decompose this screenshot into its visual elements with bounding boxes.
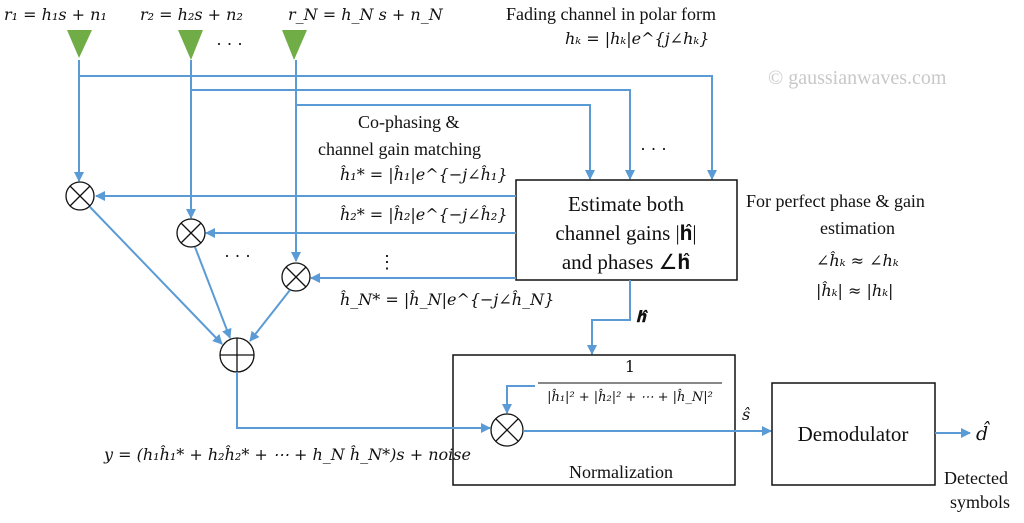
demodulator-box [771, 382, 936, 486]
normalization-box [452, 354, 736, 486]
perfect-eq-2: |ĥₖ| ≈ |hₖ| [816, 280, 893, 300]
estimator-feed-lines [74, 60, 717, 262]
antenna-ellipsis: · · · [216, 34, 243, 54]
antenna-2-label: r₂ = h₂s + n₂ [140, 5, 243, 24]
normalization-label: Normalization [569, 462, 673, 482]
perfect-line-1: For perfect phase & gain [746, 191, 925, 211]
d-hat-label: d̂ [976, 420, 990, 445]
multiplier-n-icon [281, 262, 311, 292]
cophasing-eq-2: ĥ₂* = |ĥ₂|e^{−j∠ĥ₂} [340, 204, 508, 224]
cophasing-vdots: ⋮ [378, 252, 396, 272]
watermark: © gaussianwaves.com [768, 67, 947, 89]
detected-caption-2: symbols [950, 492, 1010, 512]
norm-feedback-arrow [502, 385, 535, 414]
summer-icon [219, 337, 255, 373]
branch-n-line [249, 289, 291, 342]
fading-title: Fading channel in polar form [506, 4, 716, 24]
s-hat-label: ŝ [742, 405, 750, 424]
cophasing-title-2: channel gain matching [318, 139, 481, 159]
antenna-1-icon [67, 30, 92, 58]
feed-ellipsis: · · · [640, 139, 667, 159]
antenna-1-label: r₁ = h₁s + n₁ [4, 5, 107, 24]
cophasing-eq-n: ĥ_N* = |ĥ_N|e^{−j∠ĥ_N} [340, 289, 554, 309]
estimator-line-3: and phases ∠𝐡̂ [562, 250, 690, 274]
perfect-line-2: estimation [820, 218, 895, 238]
h-hat-line [587, 280, 631, 355]
cophasing-eq-1: ĥ₁* = |ĥ₁|e^{−j∠ĥ₁} [340, 164, 508, 184]
estimator-line-2: channel gains |𝐡̂| [555, 221, 696, 245]
branch-2-line [194, 246, 232, 339]
estimator-line-1: Estimate both [568, 192, 685, 216]
estimator-box [515, 179, 738, 281]
branch-1-line [89, 206, 223, 345]
multiplier-ellipsis: · · · [224, 246, 251, 266]
norm-numerator: 1 [625, 357, 635, 376]
perfect-eq-1: ∠ĥₖ ≈ ∠hₖ [816, 250, 899, 270]
norm-denominator: |ĥ₁|² + |ĥ₂|² + ⋯ + |ĥ_N|² [547, 389, 713, 405]
detected-caption-1: Detected [944, 468, 1008, 488]
multiplier-2-icon [176, 218, 206, 248]
demodulator-label: Demodulator [798, 422, 909, 446]
multiplier-1-icon [65, 181, 95, 211]
norm-multiplier-icon [490, 413, 524, 447]
cophasing-title-1: Co-phasing & [358, 112, 460, 132]
antenna-2-icon [178, 30, 203, 60]
antenna-n-icon [282, 30, 307, 60]
h-hat-label: 𝐡̂ [636, 307, 649, 326]
antenna-n-label: r_N = h_N s + n_N [288, 5, 444, 24]
combiner-output-eq: y = (h₁ĥ₁* + h₂ĥ₂* + ⋯ + h_N ĥ_N*)s + no… [103, 444, 471, 464]
combiner-output-line [236, 372, 491, 433]
fading-formula: hₖ = |hₖ|e^{j∠hₖ} [565, 29, 709, 48]
